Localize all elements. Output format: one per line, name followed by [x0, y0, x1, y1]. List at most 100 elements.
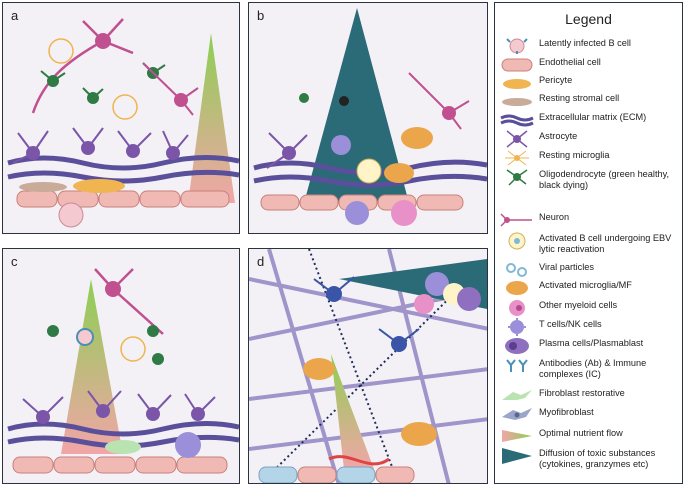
antibody-icon	[506, 359, 528, 372]
activated-microglia-icon	[506, 281, 528, 295]
legend-item: Diffusion of toxic substances (cytokines…	[499, 446, 681, 469]
activated-microglia	[384, 127, 433, 183]
cross-links	[259, 249, 480, 483]
panel-d-illustration	[249, 249, 487, 483]
endothelial-row	[16, 190, 230, 208]
myeloid-cell	[391, 200, 417, 226]
legend-label: Activated microglia/MF	[539, 280, 632, 290]
fibroblast	[105, 440, 141, 454]
myeloid-cell-icon	[509, 300, 525, 316]
legend-item: Antibodies (Ab) & Immune complexes (IC)	[499, 356, 681, 379]
legend-label: Resting microglia	[539, 150, 610, 160]
legend-label: Other myeloid cells	[539, 300, 618, 310]
panel-b-illustration	[253, 8, 487, 226]
plasma-cell-icon	[505, 338, 529, 354]
legend-label: Optimal nutrient flow	[539, 428, 623, 438]
activated-b-cell	[356, 158, 382, 184]
oligodendrocytes	[299, 93, 349, 106]
endothelial-row	[12, 456, 228, 474]
myofibroblast-band	[328, 455, 390, 466]
activated-microglia	[401, 422, 437, 446]
nutrient-flow-triangle	[331, 354, 374, 469]
legend-item: Viral particles	[499, 260, 681, 280]
legend-label: Neuron	[539, 212, 570, 222]
legend-item: Fibroblast restorative	[499, 386, 681, 406]
legend-item: Extracellular matrix (ECM)	[499, 110, 681, 130]
neuron-right	[142, 62, 199, 116]
oligodendrocyte-icon	[506, 169, 528, 186]
resting-microglia	[120, 336, 146, 362]
astrocyte-icon	[506, 130, 528, 148]
legend-item: Activated microglia/MF	[499, 278, 681, 298]
legend-item: Neuron	[499, 210, 681, 230]
latent-b-cell-icon	[506, 38, 528, 54]
panel-c: c	[2, 248, 240, 484]
resting-microglia	[48, 38, 74, 64]
panel-b: b	[248, 2, 488, 234]
neuron-icon	[500, 213, 532, 227]
endothelial-row	[260, 194, 464, 211]
stromal-cell	[19, 182, 67, 192]
legend-label: Antibodies (Ab) & Immune complexes (IC)	[539, 358, 647, 379]
latent-b-cell	[76, 328, 94, 346]
astrocytes	[22, 390, 216, 424]
legend-label: Latently infected B cell	[539, 38, 631, 48]
legend-label: Oligodendrocyte (green healthy, black dy…	[539, 169, 670, 190]
nutrient-flow-icon	[502, 430, 532, 442]
ecm-band	[7, 154, 239, 184]
latent-b-cell	[58, 202, 84, 228]
legend-label: Extracellular matrix (ECM)	[539, 112, 647, 122]
immune-cluster	[414, 272, 481, 314]
legend-item: Oligodendrocyte (green healthy, black dy…	[499, 167, 681, 190]
neuron-top	[31, 18, 134, 114]
legend-item: Resting microglia	[499, 148, 681, 168]
resting-microglia-icon	[505, 150, 529, 166]
stromal-cell-icon	[502, 98, 532, 106]
legend-label: Endothelial cell	[539, 57, 601, 67]
panel-c-label: c	[11, 254, 18, 269]
legend-label: Myofibroblast	[539, 407, 594, 417]
legend-item: T cells/NK cells	[499, 317, 681, 337]
t-cell	[331, 135, 351, 155]
pericyte-icon	[503, 79, 531, 89]
t-cell	[345, 201, 369, 225]
t-nk-cell-icon	[508, 318, 526, 336]
viral-particles-icon	[506, 263, 527, 277]
panel-a-label: a	[11, 8, 19, 23]
ecm-icon	[500, 114, 534, 127]
endothelial-row	[258, 466, 415, 483]
legend-label: Diffusion of toxic substances (cytokines…	[539, 448, 656, 469]
panel-d: d	[248, 248, 488, 484]
legend-label: Fibroblast restorative	[539, 388, 625, 398]
resting-microglia	[112, 94, 138, 120]
nutrient-flow-triangle	[188, 33, 235, 203]
legend-item: Myofibroblast	[499, 405, 681, 425]
toxic-diffusion-icon	[502, 448, 532, 464]
legend-item: Endothelial cell	[499, 55, 681, 75]
legend-item: Resting stromal cell	[499, 91, 681, 111]
legend-label: Astrocyte	[539, 131, 578, 141]
panel-c-illustration	[7, 268, 239, 474]
pericyte	[73, 179, 125, 193]
legend-item: Optimal nutrient flow	[499, 426, 681, 446]
legend-label: Resting stromal cell	[539, 93, 620, 103]
panel-b-label: b	[257, 8, 265, 23]
panel-a-illustration	[7, 18, 239, 228]
oligodendrocytes	[40, 62, 166, 104]
oligodendrocytes	[47, 325, 164, 365]
legend-item: Pericyte	[499, 73, 681, 93]
neuron-top	[94, 268, 164, 335]
activated-b-cell-icon	[508, 232, 526, 250]
neuron-right	[408, 72, 470, 130]
legend-item: Plasma cells/Plasmablast	[499, 336, 681, 356]
astrocytes	[266, 132, 308, 169]
neurons	[313, 276, 420, 352]
legend: Legend Latently infected B cell Endothel…	[494, 2, 683, 484]
panel-a: a	[2, 2, 240, 234]
legend-label: Viral particles	[539, 262, 594, 272]
astrocytes	[12, 127, 189, 164]
fibroblast-icon	[502, 390, 532, 400]
legend-label: Plasma cells/Plasmablast	[539, 338, 644, 348]
legend-label: T cells/NK cells	[539, 319, 602, 329]
myofibroblast-icon	[502, 408, 532, 420]
